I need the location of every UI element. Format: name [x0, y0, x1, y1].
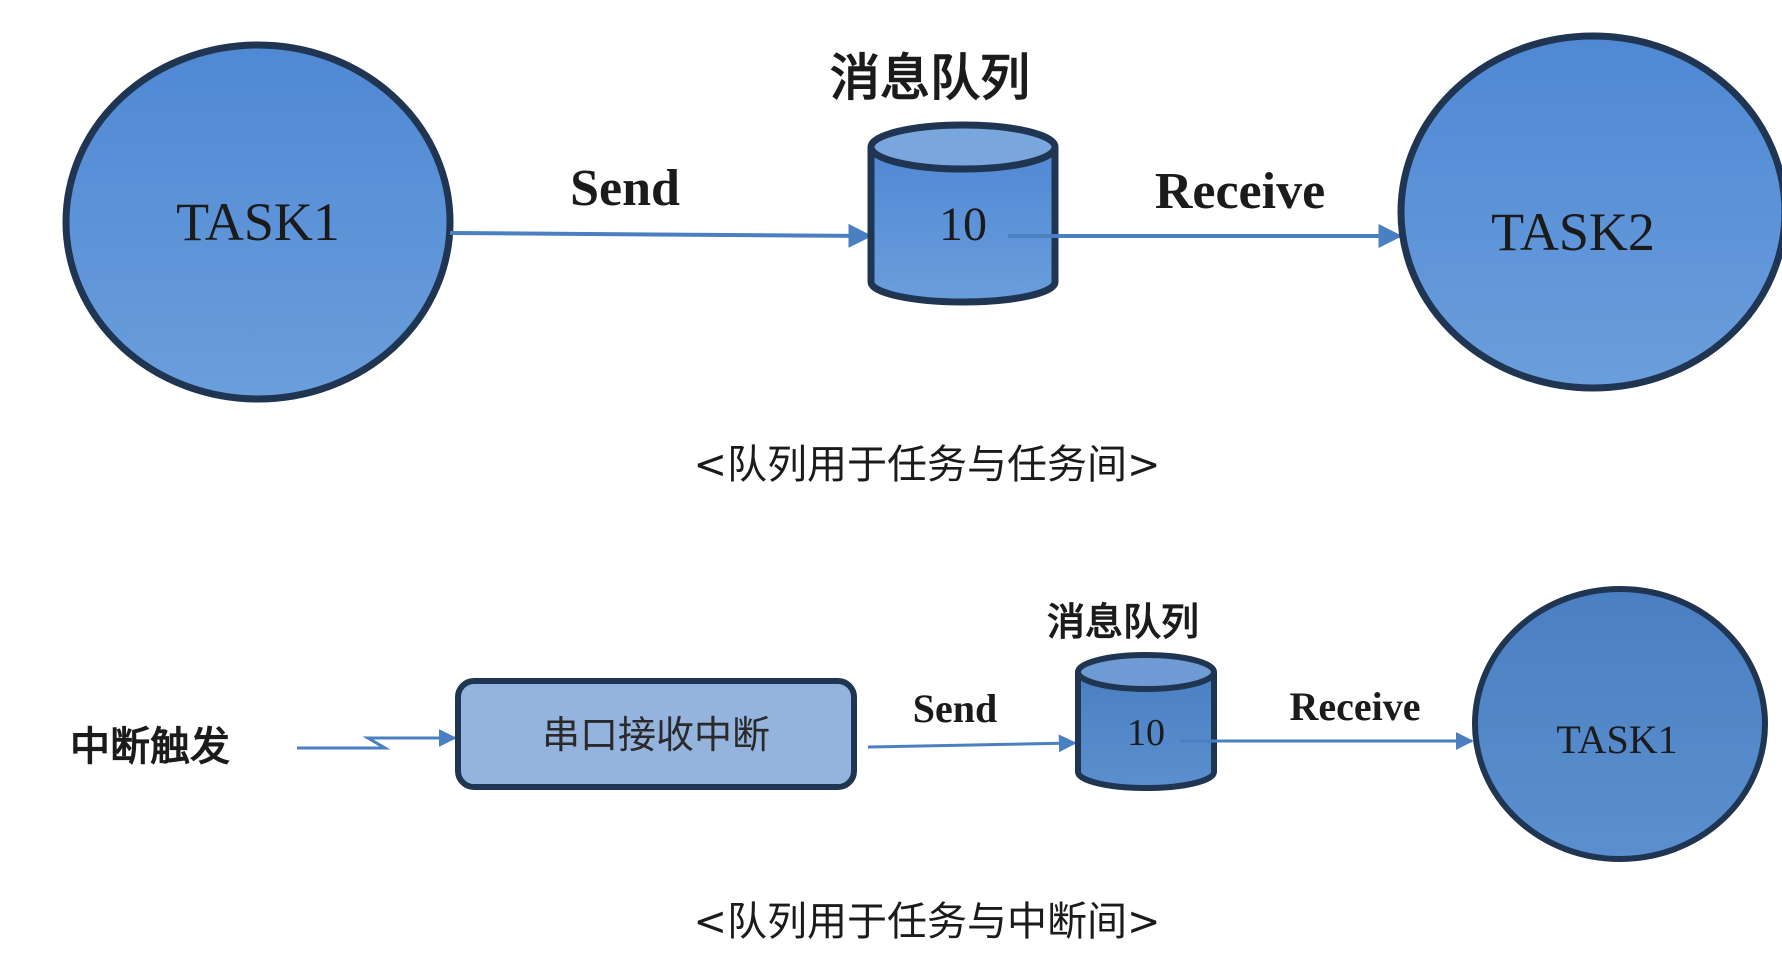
- top-task-right-node: TASK2: [1397, 32, 1782, 392]
- bottom-isr-label: 串口接收中断: [542, 713, 770, 757]
- bottom-diagram: 中断触发 串口接收中断 Send 消息队列 10 Receive TASK1 <…: [70, 586, 1768, 945]
- top-task-left-node: TASK1: [62, 41, 454, 403]
- bottom-queue-title: 消息队列: [1047, 600, 1199, 644]
- top-caption: <队列用于任务与任务间>: [693, 442, 1160, 488]
- bottom-isr-box: 串口接收中断: [455, 678, 857, 790]
- top-receive-label: Receive: [1155, 163, 1325, 220]
- top-queue-value: 10: [939, 198, 987, 251]
- bottom-trigger-arrow: [297, 729, 457, 750]
- top-queue-cylinder: 10: [867, 121, 1059, 306]
- bottom-task-node: TASK1: [1472, 586, 1768, 862]
- top-send-label: Send: [570, 160, 680, 217]
- bottom-send-arrow: [867, 734, 1077, 753]
- top-diagram: TASK1 Send 消息队列 10 Receive TASK2 <队列用于任务…: [62, 32, 1782, 488]
- bottom-trigger-label: 中断触发: [70, 724, 230, 770]
- top-task-left-label: TASK1: [176, 192, 340, 252]
- bottom-task-label: TASK1: [1556, 717, 1677, 762]
- top-task-right-label: TASK2: [1491, 202, 1655, 262]
- top-queue-title: 消息队列: [830, 49, 1030, 107]
- bottom-queue-cylinder: 10: [1075, 652, 1217, 791]
- bottom-caption: <队列用于任务与中断间>: [693, 899, 1160, 945]
- bottom-send-label: Send: [913, 686, 998, 731]
- bottom-receive-label: Receive: [1289, 684, 1420, 729]
- bottom-queue-value: 10: [1127, 712, 1165, 754]
- top-send-arrow: [449, 223, 873, 248]
